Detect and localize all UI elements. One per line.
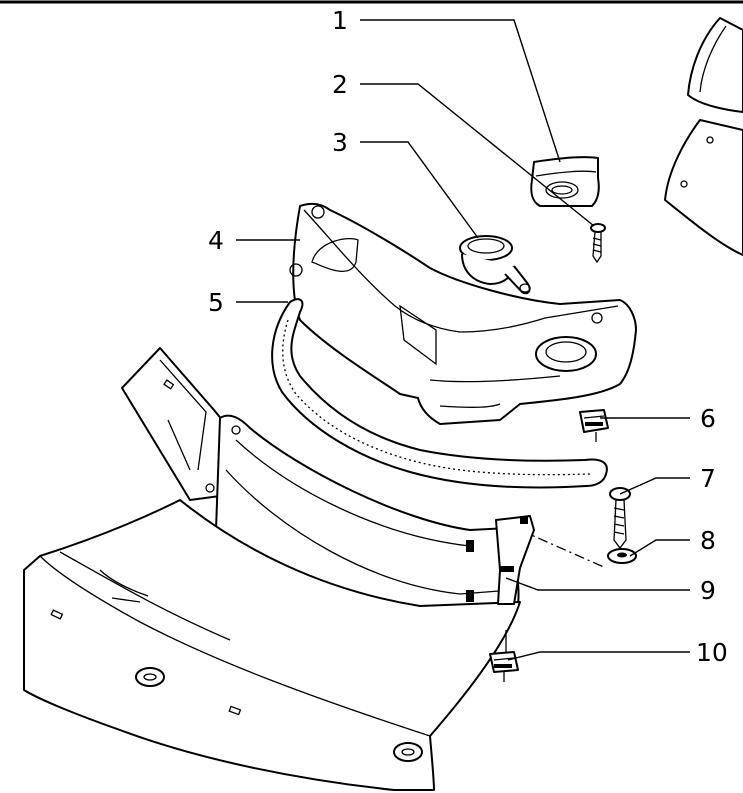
- leader-9: [505, 577, 690, 591]
- callout-3: 3: [332, 128, 348, 157]
- callout-4: 4: [208, 226, 224, 255]
- leader-3: [360, 141, 479, 239]
- leader-lines: [236, 19, 690, 661]
- callout-8: 8: [700, 526, 716, 555]
- part-10-clip-nut: [489, 630, 519, 682]
- callout-9: 9: [700, 576, 716, 605]
- callout-7: 7: [700, 464, 716, 493]
- callout-2: 2: [332, 70, 348, 99]
- part-9-bracket: [466, 515, 535, 605]
- part-6-clip-nut: [579, 409, 609, 442]
- leader-7: [619, 477, 690, 495]
- part-4-tank-housing: [289, 202, 637, 425]
- leader-10: [507, 651, 690, 661]
- part-3-filler-neck: [459, 235, 531, 295]
- leader-1: [360, 19, 561, 163]
- callout-5: 5: [208, 288, 224, 317]
- front-shield-lower: [23, 347, 521, 791]
- part-2-screw: [590, 223, 606, 264]
- leader-8: [629, 539, 690, 557]
- callout-10: 10: [696, 638, 728, 667]
- callout-6: 6: [700, 404, 716, 433]
- leader-2: [360, 83, 595, 227]
- callout-1: 1: [332, 6, 348, 35]
- part-1-rubber-grommet: [530, 156, 600, 207]
- assembly-axis-line: [519, 529, 607, 569]
- part-5-foam-gasket: [271, 298, 608, 489]
- callout-labels: 1 2 3 4 5 6 7 8 9 10: [208, 6, 728, 667]
- part-7-screw: [609, 487, 631, 550]
- part-8-washer: [607, 548, 637, 564]
- partial-panel-top-right: [664, 17, 743, 256]
